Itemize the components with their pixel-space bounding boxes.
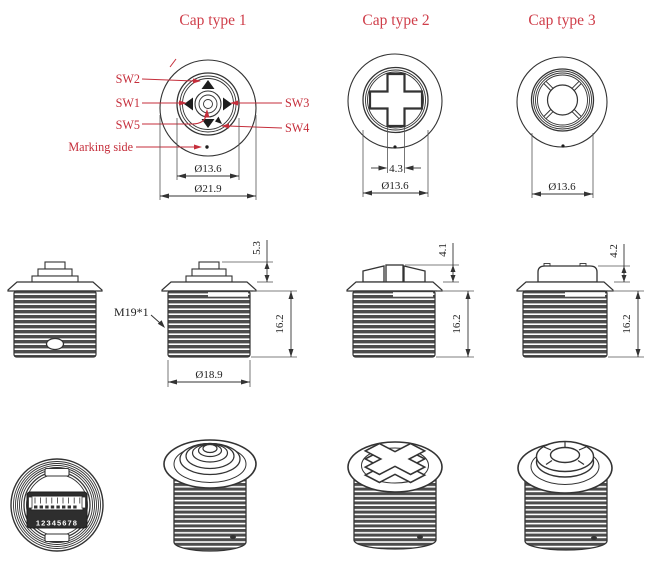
sw3-label: SW3 bbox=[285, 96, 309, 110]
svg-text:Ø13.6: Ø13.6 bbox=[381, 180, 409, 192]
marking-dot bbox=[561, 144, 565, 148]
flange bbox=[346, 281, 443, 292]
sw5-label: SW5 bbox=[116, 118, 140, 132]
thread-barrel bbox=[524, 473, 608, 551]
cross-slot bbox=[368, 72, 424, 128]
svg-text:Ø13.6: Ø13.6 bbox=[194, 163, 222, 175]
marking-dot bbox=[393, 145, 397, 149]
cap1-top-view: SW2 SW1 SW5 Marking side SW3 SW4 Ø13.6 bbox=[68, 58, 309, 200]
cap2-slot-width-dim: 4.3 bbox=[371, 127, 421, 175]
thread-body bbox=[167, 290, 251, 358]
connector-slots bbox=[34, 505, 77, 509]
dpad-diagonal-arrow-icon bbox=[215, 116, 222, 124]
cross-cap-top bbox=[363, 442, 427, 476]
cap3-top-view: Ø13.6 bbox=[516, 56, 608, 198]
side-view-type1: 5.3 16.2 Ø18.9 bbox=[161, 240, 297, 387]
marking-dot bbox=[591, 536, 597, 540]
marking-leader-arrow bbox=[194, 144, 202, 150]
thread-highlight bbox=[565, 292, 605, 297]
type1-thread-length-dim: 16.2 bbox=[251, 290, 297, 358]
marking-dot bbox=[230, 535, 236, 539]
flange bbox=[516, 281, 614, 292]
sw1-leader-arrow bbox=[179, 100, 187, 106]
side-view-type2: 4.1 16.2 bbox=[346, 243, 474, 358]
sw3-leader-arrow bbox=[230, 100, 238, 106]
svg-text:Ø18.9: Ø18.9 bbox=[195, 369, 223, 381]
ring-cap-hole bbox=[549, 446, 581, 464]
thread-highlight bbox=[393, 292, 433, 297]
side-hole bbox=[45, 337, 65, 351]
sw1-label: SW1 bbox=[116, 96, 140, 110]
side-view-plain bbox=[7, 261, 103, 358]
marking-dot bbox=[417, 535, 423, 539]
sw5-leader-arrow bbox=[204, 109, 210, 118]
thread-spec-label: M19*1 bbox=[114, 305, 149, 319]
side-view-type3: 4.2 16.2 bbox=[516, 244, 644, 358]
connector: 12345678 bbox=[26, 491, 88, 529]
cross-wing-left bbox=[362, 265, 385, 283]
keying-tab-bottom bbox=[44, 533, 70, 543]
sw4-label: SW4 bbox=[285, 121, 309, 135]
rear-view: 12345678 bbox=[10, 458, 104, 552]
cap2-cap-diameter-dim: Ø13.6 bbox=[362, 130, 429, 197]
sw2-label: SW2 bbox=[116, 72, 140, 86]
thread-body bbox=[522, 290, 608, 358]
svg-text:16.2: 16.2 bbox=[451, 314, 463, 333]
iso-view-cap3 bbox=[517, 440, 613, 551]
cap3-spokes bbox=[543, 80, 582, 120]
type2-thread-length-dim: 16.2 bbox=[436, 290, 474, 358]
cap1-outer-diameter-dim: Ø21.9 bbox=[159, 115, 257, 200]
svg-text:Ø21.9: Ø21.9 bbox=[194, 183, 222, 195]
type3-thread-length-dim: 16.2 bbox=[608, 290, 644, 358]
title-cap-type-1: Cap type 1 bbox=[179, 12, 246, 29]
pin-numbers: 12345678 bbox=[36, 519, 78, 528]
cap2-top-view: 4.3 Ø13.6 bbox=[347, 53, 443, 197]
svg-text:4.1: 4.1 bbox=[437, 243, 449, 257]
dpad-left-arrow-icon bbox=[184, 97, 193, 111]
center-button bbox=[546, 84, 579, 116]
svg-text:16.2: 16.2 bbox=[621, 314, 633, 333]
thread-highlight bbox=[208, 292, 248, 297]
ring-cap-notches bbox=[543, 441, 587, 465]
flange bbox=[7, 281, 103, 292]
round-cap bbox=[537, 265, 598, 283]
sw2-leader-arrow bbox=[193, 78, 201, 84]
type1-thread-diameter-dim: Ø18.9 bbox=[167, 360, 251, 387]
iso-view-cap2 bbox=[347, 441, 443, 550]
keying-tab-top bbox=[44, 467, 70, 477]
cap3-cap-diameter-dim: Ø13.6 bbox=[531, 133, 594, 198]
thread-body bbox=[13, 290, 97, 358]
thread-spec-callout: M19*1 bbox=[114, 305, 165, 328]
dpad-up-arrow-icon bbox=[201, 80, 215, 89]
title-cap-type-3: Cap type 3 bbox=[528, 12, 595, 29]
dpad-right-arrow-icon bbox=[223, 97, 232, 111]
tick-mark bbox=[169, 58, 177, 68]
cross-wing-right bbox=[403, 265, 426, 283]
dome-cap bbox=[202, 443, 218, 454]
marking-side-label: Marking side bbox=[68, 140, 133, 154]
flange bbox=[161, 281, 257, 292]
svg-text:5.3: 5.3 bbox=[251, 241, 263, 255]
title-cap-type-2: Cap type 2 bbox=[362, 12, 429, 29]
svg-text:16.2: 16.2 bbox=[274, 314, 286, 333]
dpad-down-arrow-icon bbox=[201, 119, 215, 128]
thread-barrel bbox=[353, 472, 437, 550]
sw4-leader-arrow bbox=[221, 123, 229, 129]
type2-cap-height-dim: 4.1 bbox=[405, 243, 459, 283]
connector-pins bbox=[34, 497, 81, 504]
cross-center-post bbox=[385, 264, 404, 283]
iso-view-cap1 bbox=[163, 439, 257, 552]
svg-text:Ø13.6: Ø13.6 bbox=[548, 181, 576, 193]
svg-text:4.3: 4.3 bbox=[389, 163, 403, 175]
thread-body bbox=[352, 290, 436, 358]
thread-barrel bbox=[173, 469, 247, 552]
svg-text:4.2: 4.2 bbox=[608, 244, 620, 258]
type3-cap-height-dim: 4.2 bbox=[598, 244, 630, 283]
cap1-inner-diameter-dim: Ø13.6 bbox=[176, 118, 240, 180]
thread-spec-arrow bbox=[157, 320, 165, 328]
type1-cap-height-dim: 5.3 bbox=[222, 240, 273, 283]
marking-dot bbox=[205, 145, 209, 149]
